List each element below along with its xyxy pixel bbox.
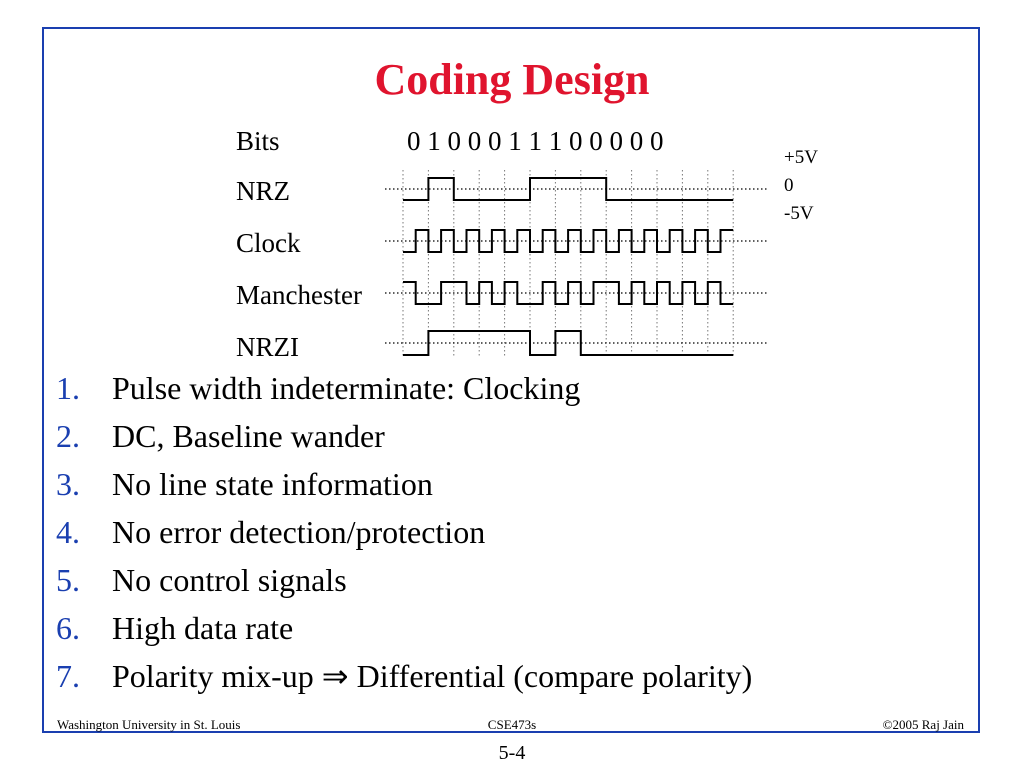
slide-frame — [42, 27, 980, 733]
footer-course: CSE473s — [487, 717, 537, 732]
voltage-label-plus5: +5V — [784, 147, 818, 168]
bits-sequence: 0 1 0 0 0 1 1 1 0 0 0 0 0 — [407, 126, 664, 156]
footer-institution: Washington University in St. Louis — [57, 717, 241, 732]
voltage-label-minus5: -5V — [784, 203, 814, 224]
bit-grid — [385, 170, 768, 357]
bits-label: Bits — [236, 126, 280, 156]
list-text: DC, Baseline wander — [112, 418, 385, 454]
footer-copyright: ©2005 Raj Jain — [882, 717, 964, 732]
list-number: 1. — [56, 370, 80, 406]
voltage-label-zero: 0 — [784, 175, 794, 196]
list-number: 6. — [56, 610, 80, 646]
signal-label-nrzi: NRZI — [236, 332, 299, 362]
list-text: High data rate — [112, 610, 294, 646]
list-text: No control signals — [112, 562, 347, 598]
slide-title: Coding Design — [374, 55, 650, 104]
list-number: 5. — [56, 562, 80, 598]
signal-label-nrz: NRZ — [236, 176, 290, 206]
list-number: 4. — [56, 514, 80, 550]
nrzi-waveform — [403, 330, 734, 356]
manchester-waveform — [403, 281, 734, 305]
page-number: 5-4 — [498, 742, 526, 764]
list-number: 3. — [56, 466, 80, 502]
clock-waveform — [403, 229, 734, 253]
nrz-waveform — [403, 177, 734, 201]
list-text: No error detection/protection — [112, 514, 486, 550]
list-text: No line state information — [112, 466, 433, 502]
list-text: Polarity mix-up ⇒ Differential (compare … — [112, 658, 753, 694]
signal-label-manchester: Manchester — [236, 280, 362, 310]
list-number: 7. — [56, 658, 80, 694]
signal-label-clock: Clock — [236, 228, 301, 258]
list-number: 2. — [56, 418, 80, 454]
list-text: Pulse width indeterminate: Clocking — [112, 370, 581, 406]
waveforms — [403, 177, 734, 356]
